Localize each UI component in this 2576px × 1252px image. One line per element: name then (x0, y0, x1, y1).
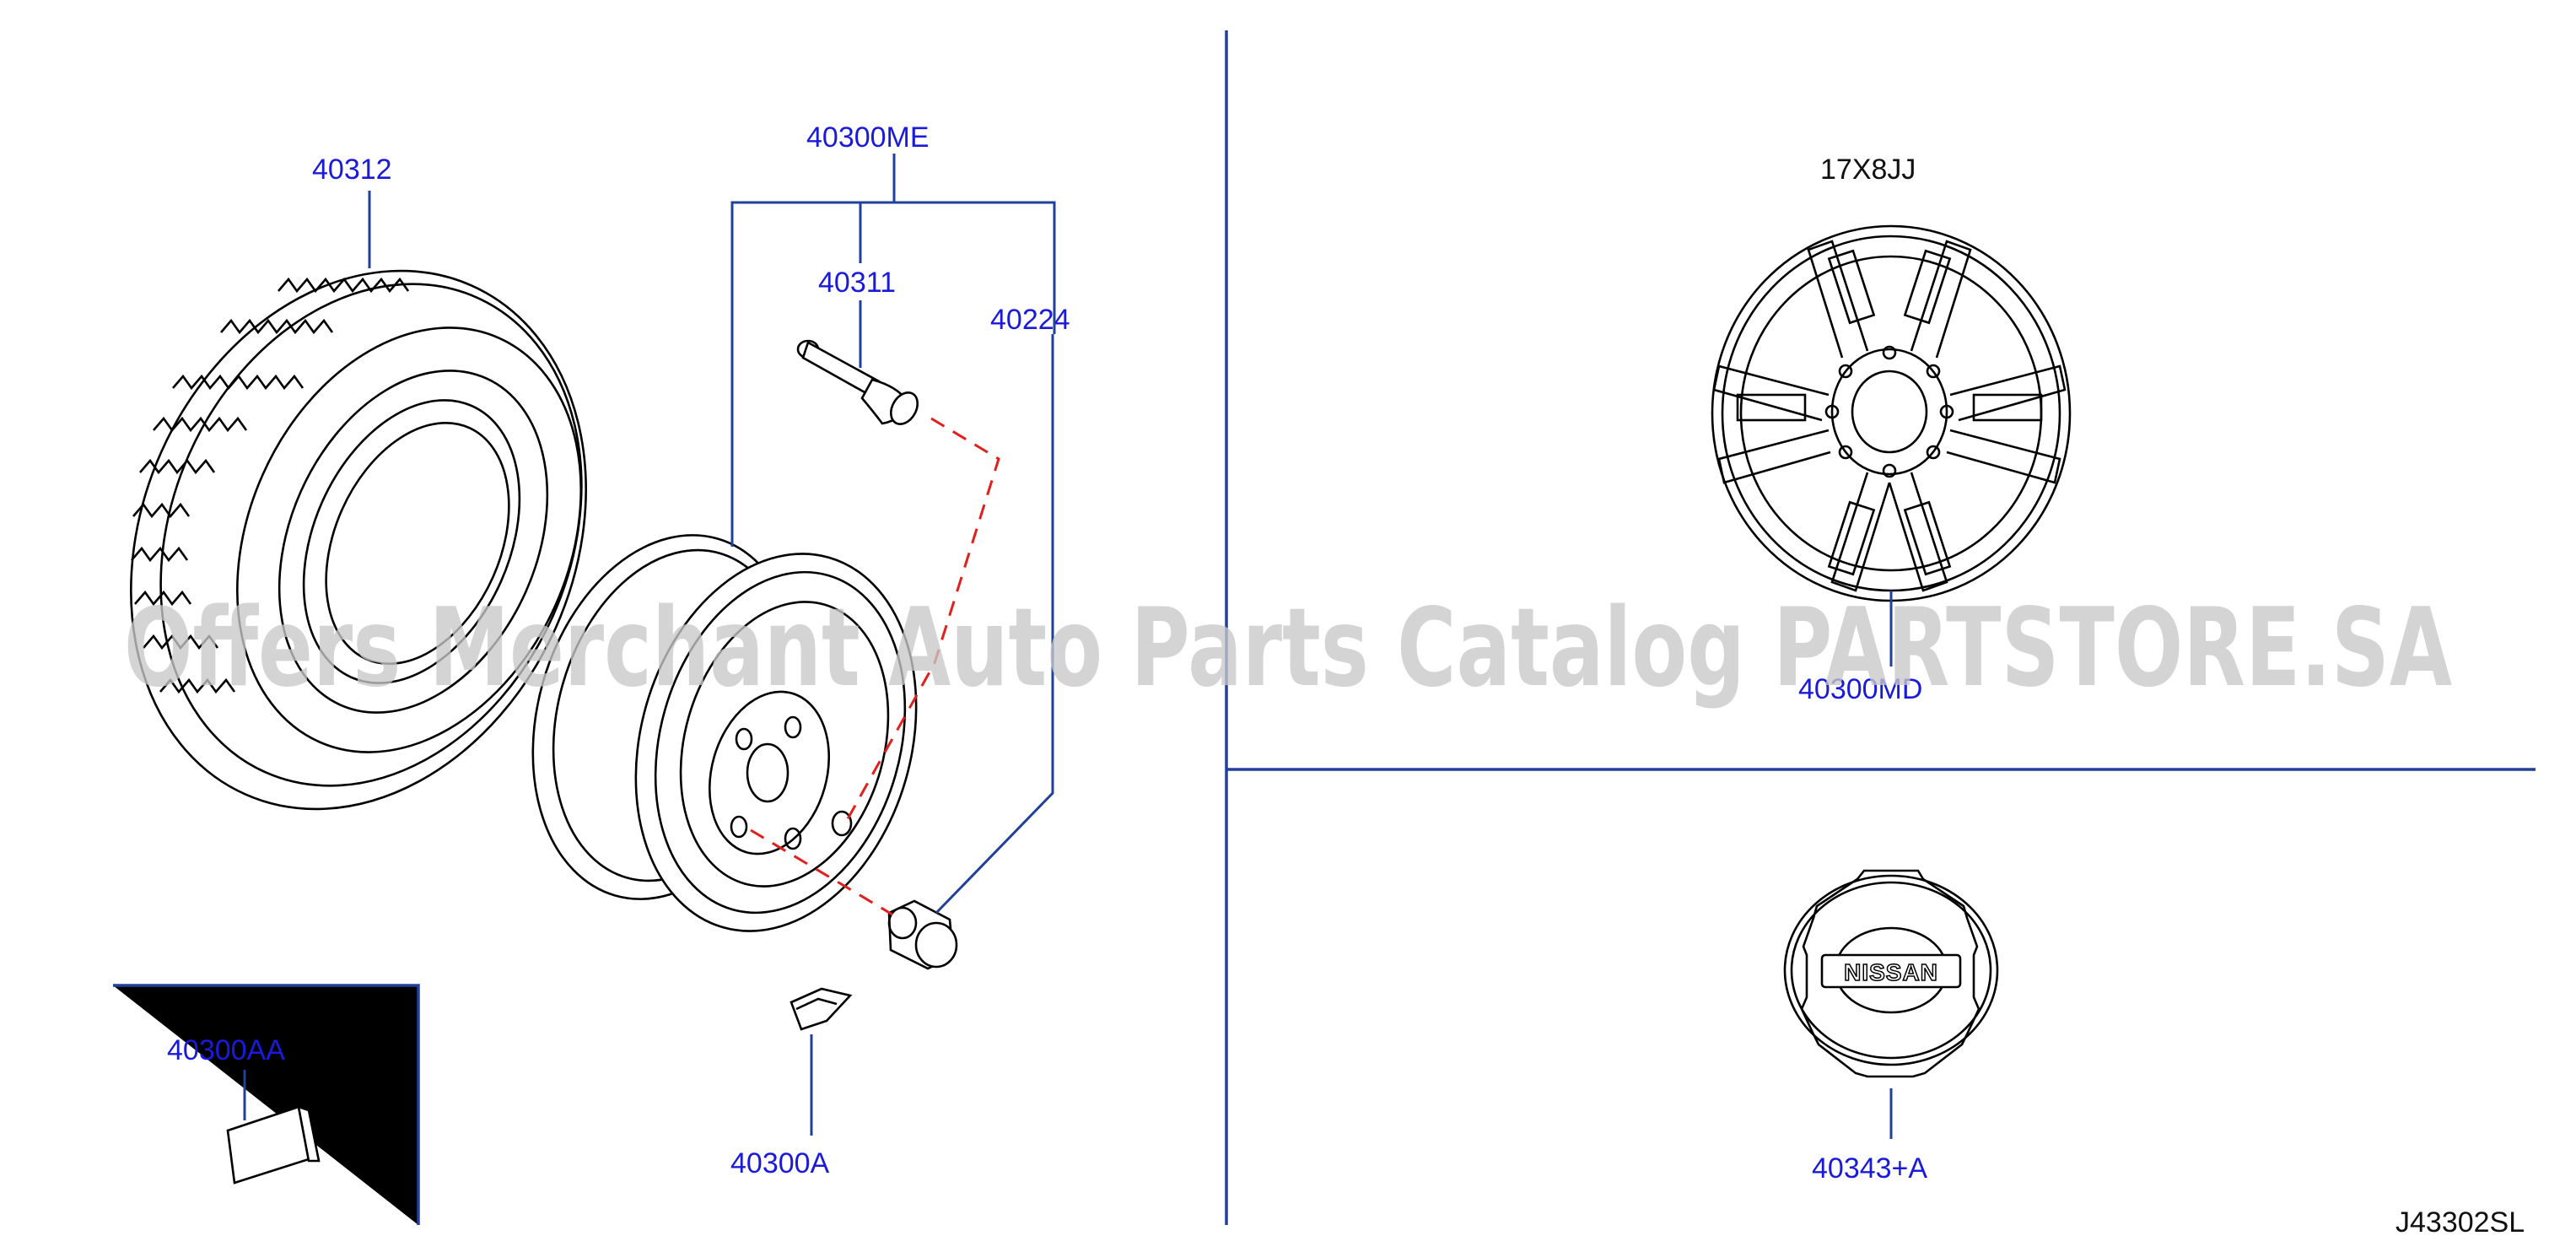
valve-assembly-link (843, 417, 1000, 824)
valve-drawing[interactable] (796, 339, 923, 429)
center-cap-drawing[interactable]: NISSAN (1783, 869, 1999, 1078)
balance-weight-a-drawing[interactable] (790, 987, 853, 1031)
nut-part-number[interactable]: 40224 (990, 304, 1070, 336)
wheel-assembly-part-number[interactable]: 40300ME (806, 121, 930, 154)
watermark-text: Offers Merchant Auto Parts Catalog PARTS… (124, 586, 2452, 711)
alloy-wheel-drawing[interactable] (1711, 224, 2072, 602)
valve-part-number[interactable]: 40311 (818, 267, 896, 299)
nut-assembly-link (750, 828, 893, 916)
tire-drawing[interactable] (48, 197, 669, 882)
center-cap-part-number[interactable]: 40343+A (1812, 1152, 1927, 1185)
wheel-size-label: 17X8JJ (1820, 154, 1916, 186)
nut-leader (935, 334, 1054, 915)
inset-frame (113, 984, 420, 1225)
tire-part-number[interactable]: 40312 (312, 154, 392, 186)
steel-wheel-drawing[interactable] (492, 504, 958, 965)
balance-weight-a-part-number[interactable]: 40300A (730, 1147, 830, 1179)
nut-drawing[interactable] (887, 899, 958, 970)
balance-weight-aa-part-number[interactable]: 40300AA (167, 1034, 285, 1066)
center-cap-logo: NISSAN (1844, 959, 1938, 985)
assembly-bracket (730, 201, 1056, 547)
balance-weight-aa-drawing[interactable] (226, 1105, 321, 1185)
alloy-wheel-part-number[interactable]: 40300MD (1798, 673, 1922, 705)
diagram-code: J43302SL (2395, 1206, 2525, 1239)
